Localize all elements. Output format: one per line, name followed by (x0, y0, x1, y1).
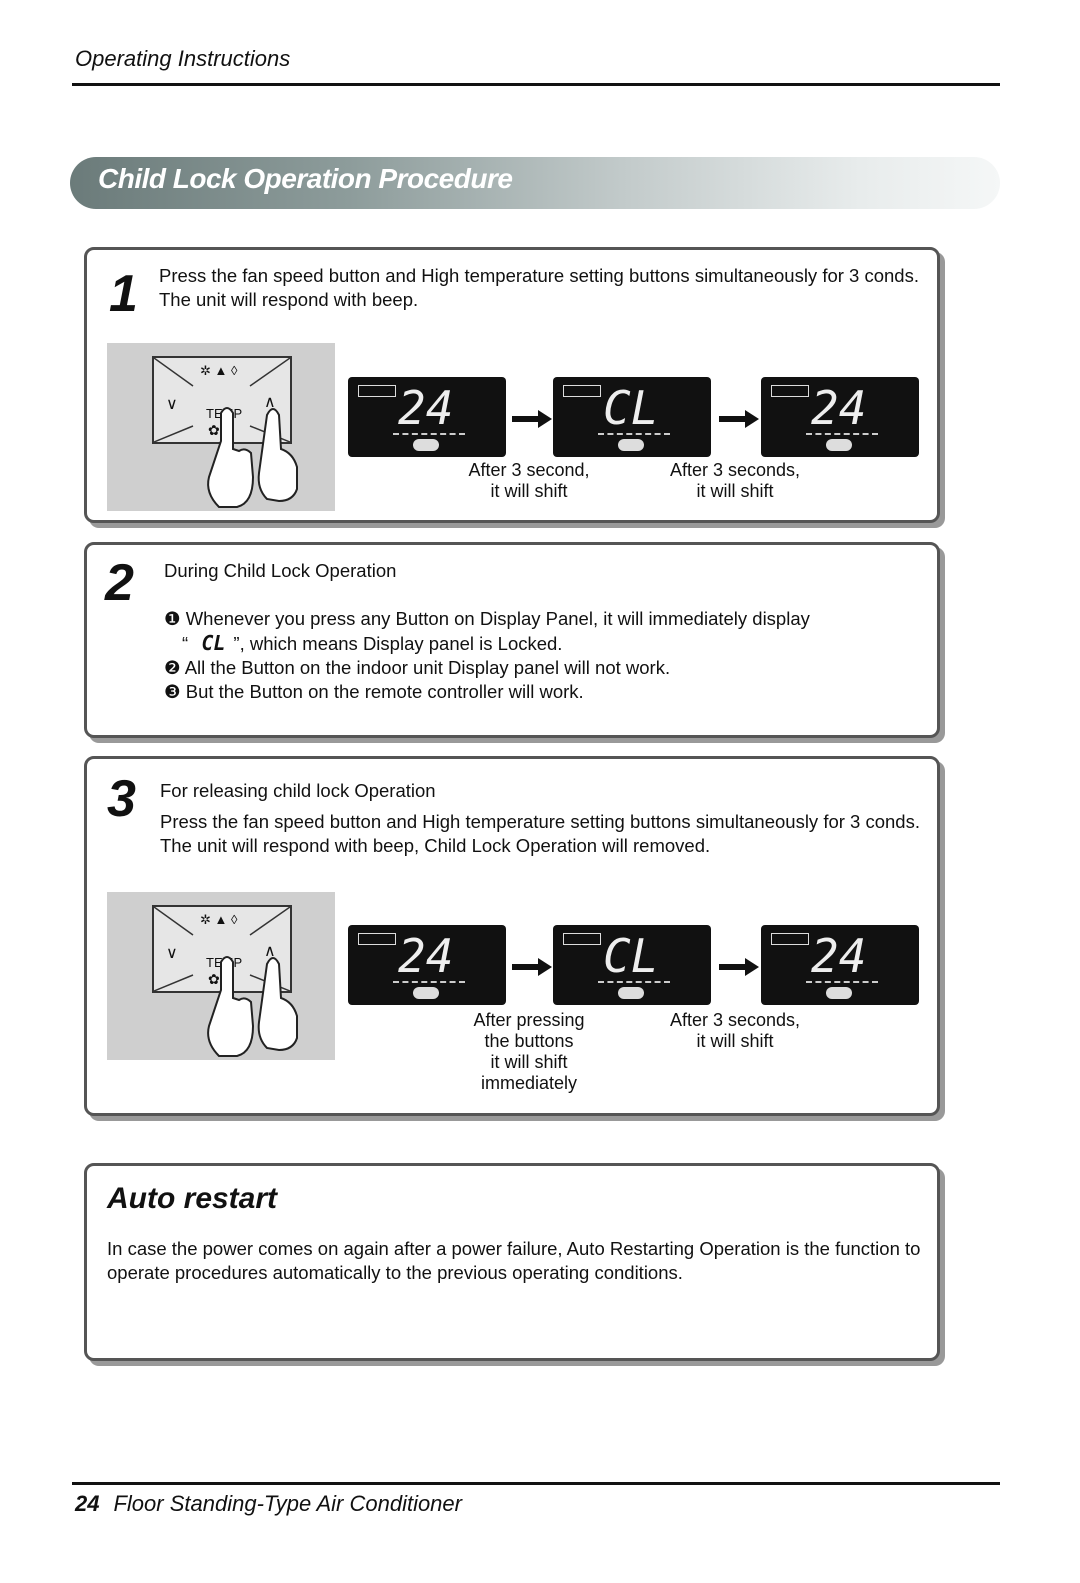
lcd-display-2: CL (553, 925, 711, 1005)
caption-line: the buttons (484, 1031, 574, 1051)
lcd-indicator (563, 933, 601, 945)
step-3-text: For releasing child lock Operation Press… (160, 779, 930, 858)
auto-restart-text: In case the power comes on again after a… (107, 1237, 927, 1285)
pad-bevels (153, 906, 291, 992)
lcd-value: 24 (811, 929, 867, 983)
step-number: 1 (109, 265, 138, 323)
caption-2: After 3 seconds, it will shift (645, 1010, 825, 1052)
step-3-heading: For releasing child lock Operation (160, 780, 436, 801)
lcd-value: 24 (811, 381, 867, 435)
step-2-item-1: ❶ Whenever you press any Button on Displ… (164, 608, 810, 629)
step-1-line-2: The unit will respond with beep. (159, 289, 419, 310)
caption-line: After 3 seconds, (669, 1010, 801, 1030)
lcd-value: CL (603, 929, 659, 983)
footer-rule (72, 1482, 1000, 1485)
step-number: 2 (105, 554, 134, 612)
lcd-fan-icon (826, 987, 852, 999)
lcd-display-3: 24 (761, 925, 919, 1005)
hand-icon (207, 956, 298, 1057)
page-footer: 24 Floor Standing-Type Air Conditioner (75, 1491, 462, 1517)
lcd-fan-icon (826, 439, 852, 451)
lcd-bar (598, 433, 670, 439)
lcd-fan-icon (618, 987, 644, 999)
lcd-bar (598, 981, 670, 987)
control-panel-illustration: ✲ ▲ ◊ ∨ ∧ TEMP ✿✿ (107, 343, 335, 511)
caption-line: immediately (480, 1073, 578, 1093)
lcd-bar (806, 433, 878, 439)
step-number: 3 (107, 770, 136, 828)
step-2-card: 2 During Child Lock Operation ❶ Whenever… (84, 542, 940, 738)
caption-line: it will shift (696, 481, 774, 501)
step-1-line-1: Press the fan speed button and High temp… (159, 265, 919, 286)
auto-restart-card: Auto restart In case the power comes on … (84, 1163, 940, 1361)
caption-line: it will shift (696, 1031, 774, 1051)
lcd-indicator (358, 933, 396, 945)
arrow-right-icon (719, 958, 759, 976)
lcd-fan-icon (618, 439, 644, 451)
step-3-line-1: Press the fan speed button and High temp… (160, 811, 920, 832)
mode-icons: ✲ ▲ ◊ (200, 363, 238, 378)
lcd-indicator (563, 385, 601, 397)
lcd-value: 24 (398, 381, 454, 435)
caption-line: it will shift (490, 1052, 568, 1072)
step-1-card: 1 Press the fan speed button and High te… (84, 247, 940, 523)
lcd-fan-icon (413, 439, 439, 451)
caption-line: After 3 seconds, (669, 460, 801, 480)
section-title: Child Lock Operation Procedure (98, 163, 513, 194)
arrow-right-icon (512, 410, 552, 428)
header-rule (72, 83, 1000, 86)
section-banner (70, 157, 1000, 209)
lcd-indicator (771, 933, 809, 945)
step-1-text: Press the fan speed button and High temp… (159, 264, 929, 312)
lcd-value: 24 (398, 929, 454, 983)
lcd-display-3: 24 (761, 377, 919, 457)
step-3-card: 3 For releasing child lock Operation Pre… (84, 756, 940, 1116)
page-header-title: Operating Instructions (75, 46, 291, 71)
chevron-up-icon: ∧ (264, 394, 276, 411)
caption-1: After pressing the buttons it will shift… (439, 1010, 619, 1094)
lcd-value: CL (603, 381, 659, 435)
auto-restart-line-1: In case the power comes on again after a… (107, 1238, 921, 1259)
hand-icon (207, 407, 298, 508)
auto-restart-line-2: operate procedures automatically to the … (107, 1262, 683, 1283)
chevron-up-icon: ∧ (264, 943, 276, 960)
step-2-item-2: ❷ All the Button on the indoor unit Disp… (164, 657, 671, 678)
mode-icons: ✲ ▲ ◊ (200, 912, 238, 927)
lcd-display-1: 24 (348, 377, 506, 457)
pad-bevel-lines (153, 906, 291, 992)
lock-code: CL (201, 631, 226, 655)
quote-open: “ (182, 633, 189, 654)
footer-title: Floor Standing-Type Air Conditioner (113, 1491, 462, 1516)
chevron-down-icon: ∨ (166, 945, 178, 962)
caption-1: After 3 second, it will shift (439, 460, 619, 502)
lcd-bar (806, 981, 878, 987)
step-2-item-1-cont: “ CL ”, which means Display panel is Lock… (164, 631, 924, 656)
chevron-down-icon: ∨ (166, 396, 178, 413)
arrow-right-icon (512, 958, 552, 976)
lcd-bar (393, 433, 465, 439)
caption-line: it will shift (490, 481, 568, 501)
lcd-display-2: CL (553, 377, 711, 457)
arrow-right-icon (719, 410, 759, 428)
lcd-bar (393, 981, 465, 987)
page-number: 24 (75, 1491, 100, 1516)
step-2-item-3: ❸ But the Button on the remote controlle… (164, 681, 584, 702)
step-2-list: ❶ Whenever you press any Button on Displ… (164, 607, 924, 704)
lcd-indicator (771, 385, 809, 397)
auto-restart-title: Auto restart (107, 1182, 278, 1215)
lcd-fan-icon (413, 987, 439, 999)
lcd-indicator (358, 385, 396, 397)
step-2-heading: During Child Lock Operation (164, 560, 397, 581)
step-3-line-2: The unit will respond with beep, Child L… (160, 835, 711, 856)
caption-2: After 3 seconds, it will shift (645, 460, 825, 502)
caption-line: After 3 second, (468, 460, 590, 480)
control-panel-illustration: ✲ ▲ ◊ ∨ ∧ TEMP ✿✿ (107, 892, 335, 1060)
caption-line: After pressing (473, 1010, 585, 1030)
quote-close-text: ”, which means Display panel is Locked. (233, 633, 563, 654)
lcd-display-1: 24 (348, 925, 506, 1005)
